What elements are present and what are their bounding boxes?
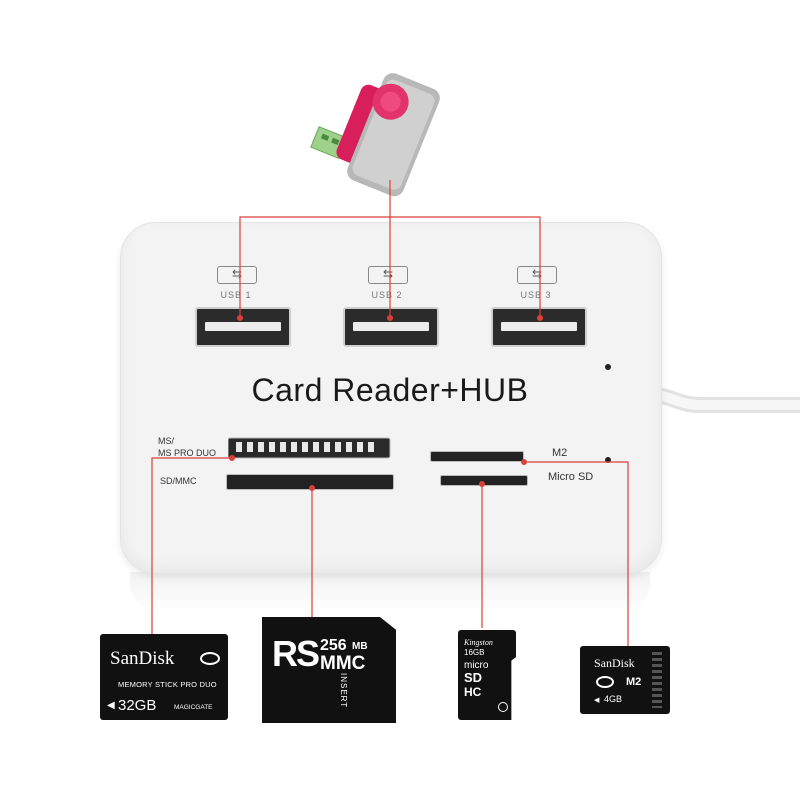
card-logo-icon	[596, 676, 614, 688]
card-type: MMC	[320, 653, 366, 674]
usb-icon: ⇆	[517, 266, 557, 284]
card-capacity: 4GB	[604, 694, 623, 704]
card-logo-line2: SD	[464, 670, 483, 685]
usb-port-2	[343, 307, 439, 347]
card-logo-icon	[200, 652, 220, 665]
card-class-icon	[498, 702, 508, 712]
slot-label-m2: M2	[552, 447, 568, 459]
card-arrow-icon: ◀	[107, 700, 115, 711]
rs-mmc-card: RS 256 MB MMC INSERT	[262, 617, 396, 723]
card-logo-line3: HC	[464, 685, 482, 699]
card-brand: SanDisk	[110, 648, 175, 669]
card-contacts	[652, 652, 662, 708]
card-logo: RS	[272, 633, 320, 674]
card-unit: MB	[352, 641, 368, 652]
usb-port-3	[491, 307, 587, 347]
usb-icon: ⇆	[368, 266, 408, 284]
usb-port-1	[195, 307, 291, 347]
m2-card: SanDisk M2 ◀ 4GB	[580, 646, 670, 714]
card-brand: Kingston	[464, 638, 493, 647]
slot-label-microsd: Micro SD	[548, 471, 594, 483]
slot-label-sd: SD/MMC	[160, 476, 197, 486]
usb-port-label-1: USB 1	[220, 290, 252, 300]
status-led	[605, 457, 611, 463]
card-brand: SanDisk	[594, 656, 635, 670]
card-arrow-icon: ◀	[594, 697, 600, 704]
card-capacity: 16GB	[464, 648, 485, 657]
card-capacity: 32GB	[118, 697, 157, 714]
card-size: 256	[320, 637, 347, 654]
m2-slot	[430, 451, 524, 462]
card-type: M2	[626, 676, 642, 688]
card-sub: MAGICGATE	[174, 704, 213, 711]
microsd-card: Kingston 16GB micro SD HC	[458, 630, 516, 720]
card-name: MEMORY STICK PRO DUO	[118, 680, 217, 689]
card-logo-line1: micro	[464, 660, 489, 671]
slot-label-ms-pro-duo: MS PRO DUO	[158, 448, 217, 458]
card-insert-label: INSERT	[339, 673, 348, 709]
product-title: Card Reader+HUB	[251, 372, 529, 408]
hub-reflection	[130, 572, 650, 612]
flash-drive-icon	[310, 73, 440, 197]
hub-body	[120, 222, 662, 574]
ms-pro-duo-card: SanDisk MEMORY STICK PRO DUO ◀ 32GB MAGI…	[100, 634, 228, 720]
ms-slot	[228, 437, 391, 459]
usb-port-label-3: USB 3	[520, 290, 552, 300]
usb-icon: ⇆	[217, 266, 257, 284]
slot-label-ms: MS/	[158, 436, 175, 446]
status-led	[605, 364, 611, 370]
usb-port-label-2: USB 2	[371, 290, 403, 300]
